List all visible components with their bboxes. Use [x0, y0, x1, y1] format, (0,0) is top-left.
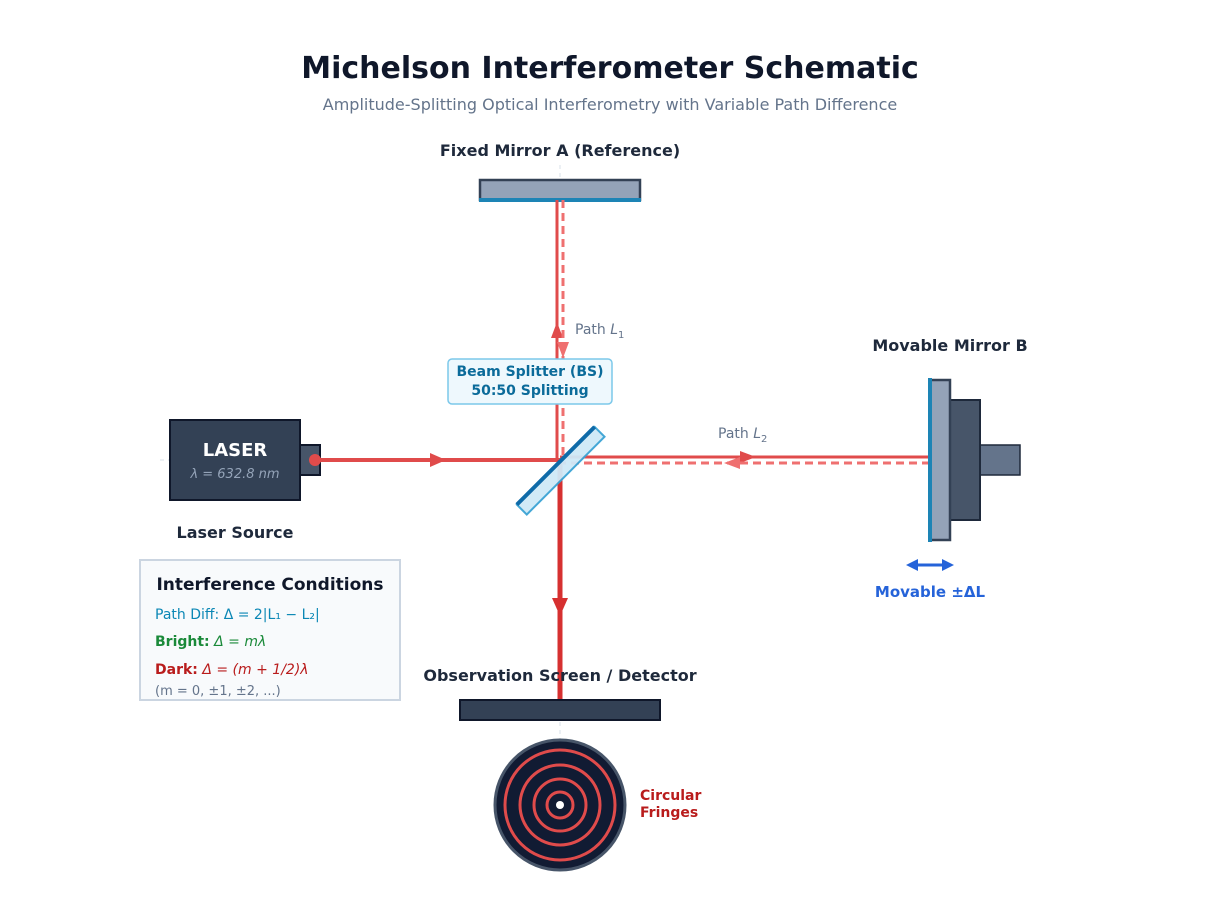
page-subtitle: Amplitude-Splitting Optical Interferomet… — [323, 95, 897, 114]
beam-splitter-label-line2: 50:50 Splitting — [471, 383, 588, 399]
laser-wavelength: λ = 632.8 nm — [189, 467, 279, 482]
conditions-dark: Dark: Δ = (m + 1/2)λ — [155, 662, 309, 678]
laser-aperture — [309, 454, 321, 466]
observation-screen — [459, 699, 661, 721]
conditions-box — [139, 559, 401, 701]
conditions-m-values: (m = 0, ±1, ±2, ...) — [155, 684, 281, 699]
arm-a-outgoing-arrow — [551, 322, 563, 338]
fixed-mirror-a — [478, 178, 642, 202]
conditions-bright: Bright: Δ = mλ — [155, 634, 266, 650]
beam-splitter-label-box — [447, 358, 613, 405]
fixed-mirror-label: Fixed Mirror A (Reference) — [440, 141, 680, 160]
path-l1-label: Path L1 — [575, 322, 624, 341]
fringes-label-line1: Circular — [640, 788, 701, 804]
movable-mirror-b — [928, 378, 1021, 542]
beam-splitter-label-line1: Beam Splitter (BS) — [457, 364, 604, 380]
arm-a-return-arrow — [557, 342, 569, 358]
movable-range-label: Movable ±ΔL — [875, 583, 986, 601]
input-beam-arrow — [430, 453, 446, 467]
arm-b-outgoing-arrow — [740, 451, 756, 463]
conditions-title: Interference Conditions — [156, 575, 383, 595]
movable-mirror-label: Movable Mirror B — [872, 336, 1027, 355]
screen-label: Observation Screen / Detector — [423, 666, 696, 685]
output-beam-arrow — [552, 598, 568, 616]
laser-text: LASER — [203, 440, 268, 461]
conditions-path-diff: Path Diff: Δ = 2|L₁ − L₂| — [155, 607, 320, 623]
fringes-label-line2: Fringes — [640, 805, 698, 821]
arm-b-return-arrow — [724, 457, 740, 469]
laser-source-label: Laser Source — [177, 523, 294, 542]
laser-source — [169, 419, 321, 501]
page-title: Michelson Interferometer Schematic — [301, 51, 919, 86]
beam-paths — [309, 200, 930, 700]
circular-fringes — [493, 738, 627, 872]
beam-splitter — [515, 425, 606, 516]
path-l2-label: Path L2 — [718, 426, 767, 445]
